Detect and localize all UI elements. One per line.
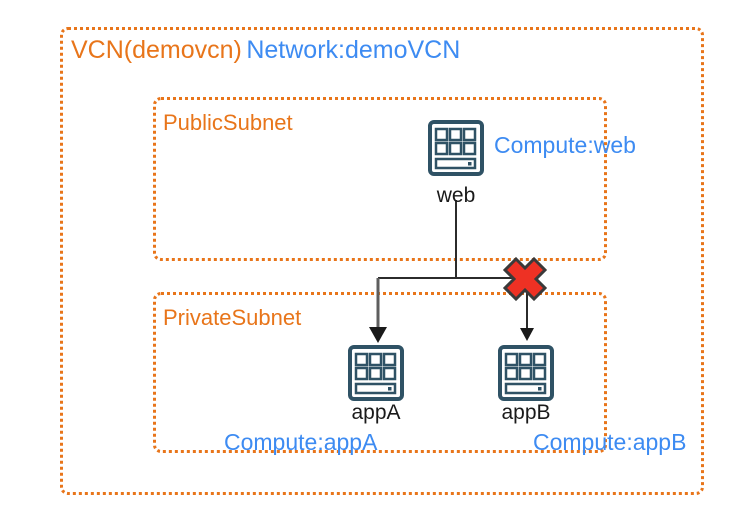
public-subnet-label: PublicSubnet	[163, 110, 293, 135]
private-subnet-label: PrivateSubnet	[163, 305, 302, 330]
vcn-container[interactable]	[60, 27, 704, 495]
node-name-web: web	[436, 184, 476, 207]
node-name-appb: appB	[501, 401, 551, 424]
vcn-title-name: VCN(demovcn)	[71, 36, 242, 64]
vcn-title: VCN(demovcn) Network:demoVCN	[71, 38, 460, 63]
compute-tag-appa: Compute:appA	[224, 429, 378, 455]
vcn-title-network: Network:demoVCN	[246, 36, 461, 64]
compute-icon-appa[interactable]	[348, 345, 404, 401]
private-subnet-container[interactable]	[153, 292, 607, 453]
compute-icon-appb[interactable]	[498, 345, 554, 401]
compute-tag-appb: Compute:appB	[533, 429, 687, 455]
public-subnet-container[interactable]	[153, 97, 607, 261]
node-name-appa: appA	[351, 401, 401, 424]
compute-icon-web[interactable]	[428, 120, 484, 176]
compute-tag-web: Compute:web	[494, 132, 636, 158]
